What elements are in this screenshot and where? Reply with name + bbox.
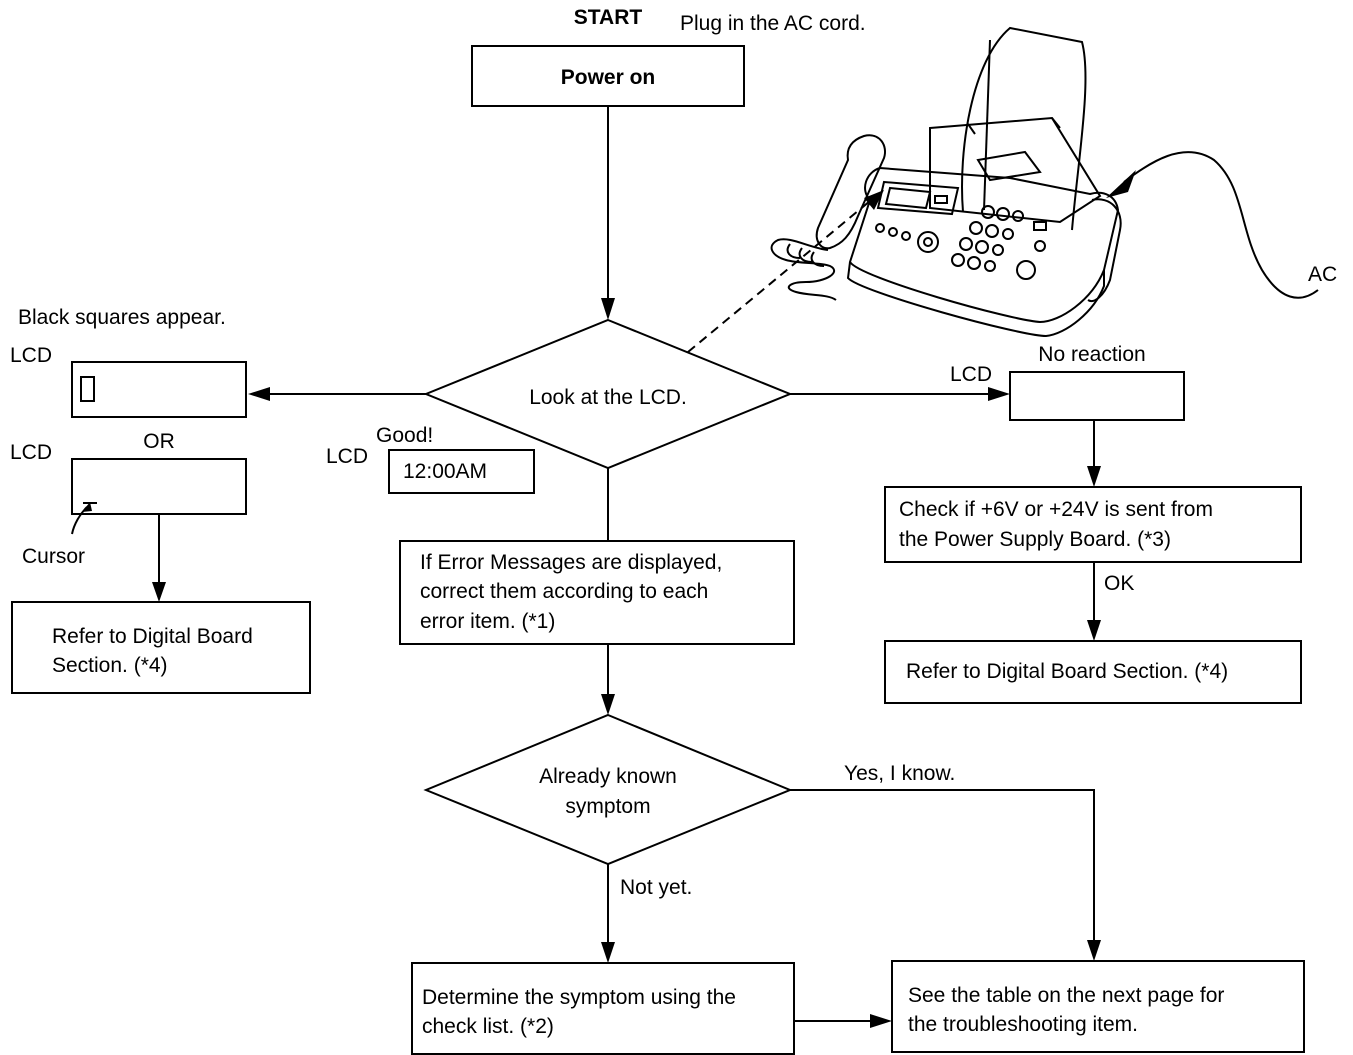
left-refer-line-1: Refer to Digital Board	[52, 625, 253, 648]
lcd-cursor-box	[71, 458, 247, 515]
determine-line-1: Determine the symptom using the	[422, 986, 736, 1009]
not-yet-label: Not yet.	[620, 876, 692, 899]
power-on-box	[471, 45, 745, 107]
lcd-label-good: LCD	[326, 445, 368, 468]
cursor-label: Cursor	[22, 545, 85, 568]
black-squares-label: Black squares appear.	[18, 306, 226, 329]
lcd-pointer-arrowhead	[864, 190, 884, 210]
lcd-blank-box	[1009, 371, 1185, 421]
check-power-line-2: the Power Supply Board. (*3)	[899, 528, 1171, 551]
error-line-2: correct them according to each	[420, 580, 708, 603]
look-lcd-label: Look at the LCD.	[529, 386, 687, 409]
lcd-black-squares-box	[71, 361, 247, 418]
power-on-label: Power on	[561, 66, 656, 89]
left-refer-digital-box	[11, 601, 311, 694]
right-refer-digital-box	[884, 640, 1302, 704]
start-label: START	[574, 6, 643, 29]
determine-symptom-box	[411, 962, 795, 1055]
lcd-label-left-top: LCD	[10, 344, 52, 367]
known-symptom-line-2: symptom	[565, 795, 650, 818]
yes-label: Yes, I know.	[844, 762, 955, 785]
plug-instruction: Plug in the AC cord.	[680, 12, 866, 35]
right-refer-label: Refer to Digital Board Section. (*4)	[906, 660, 1228, 683]
black-square-mark	[80, 376, 95, 402]
error-line-1: If Error Messages are displayed,	[420, 551, 722, 574]
lcd-label-right: LCD	[950, 363, 992, 386]
fax-machine-illustration: AC	[770, 26, 1337, 338]
error-line-3: error item. (*1)	[420, 610, 555, 633]
known-symptom-decision	[423, 713, 793, 866]
known-symptom-line-1: Already known	[539, 765, 677, 788]
lcd-time-value: 12:00AM	[403, 460, 487, 483]
left-refer-line-2: Section. (*4)	[52, 654, 168, 677]
or-label: OR	[143, 430, 175, 453]
ok-label: OK	[1104, 572, 1134, 595]
lcd-time-box	[388, 449, 535, 494]
check-power-line-1: Check if +6V or +24V is sent from	[899, 498, 1213, 521]
see-table-line-2: the troubleshooting item.	[908, 1013, 1138, 1036]
see-table-line-1: See the table on the next page for	[908, 984, 1224, 1007]
ac-label: AC	[1308, 263, 1337, 286]
lcd-pointer-dashed	[687, 195, 877, 353]
no-reaction-label: No reaction	[1038, 343, 1145, 366]
error-messages-box	[399, 540, 795, 645]
good-label: Good!	[376, 424, 433, 447]
determine-line-2: check list. (*2)	[422, 1015, 554, 1038]
see-table-box	[891, 960, 1305, 1053]
lcd-label-left-bottom: LCD	[10, 441, 52, 464]
check-power-box	[884, 486, 1302, 563]
